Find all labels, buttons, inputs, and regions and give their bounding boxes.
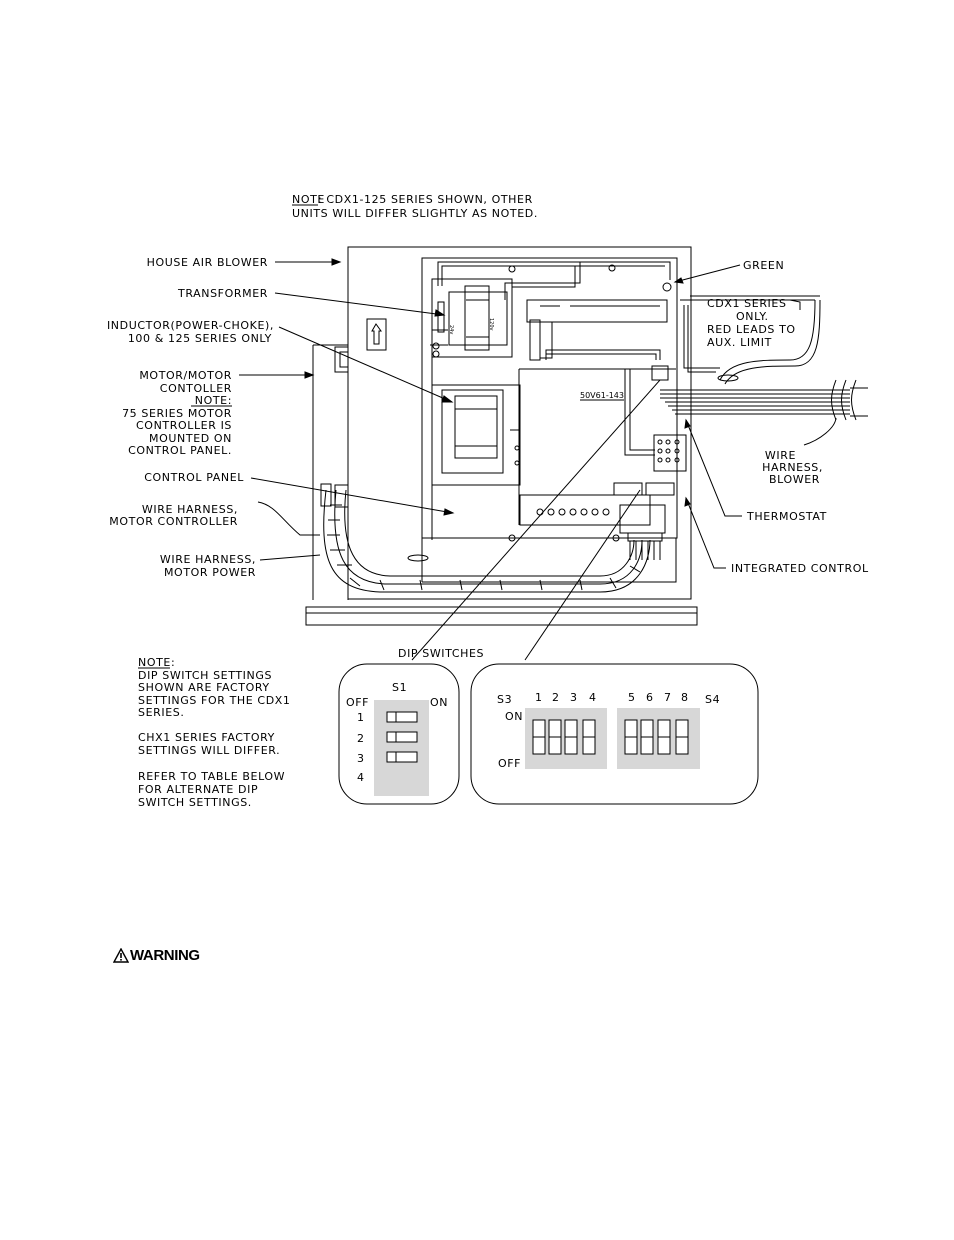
- integrated-control-board: [519, 482, 675, 560]
- dip-switches-title: DIP SWITCHES: [398, 647, 484, 660]
- note-prefix: NOTE: [292, 193, 325, 206]
- label-75-series: 75 SERIES MOTOR: [122, 407, 232, 420]
- dip-note-1: DIP SWITCH SETTINGS: [138, 669, 272, 682]
- terminal-strip-top: [526, 299, 668, 361]
- s3-s4-dip-box: S3 S4 ON OFF 1 2 3 4 5 6 7 8: [470, 663, 759, 805]
- top-note: NOTE : CDX1-125 SERIES SHOWN, OTHER UNIT…: [292, 193, 538, 220]
- label-house-air-blower: HOUSE AIR BLOWER: [147, 256, 268, 269]
- label-cdx1-1: CDX1 SERIES: [707, 297, 787, 310]
- s1-row-2: 2: [357, 732, 365, 745]
- label-cdx1-2: ONLY.: [736, 310, 769, 323]
- label-transformer: TRANSFORMER: [177, 287, 268, 300]
- label-wire-harness-2: WIRE HARNESS,: [160, 553, 256, 566]
- transformer: 24v 120v: [430, 278, 513, 358]
- label-cdx1-4: AUX. LIMIT: [707, 336, 772, 349]
- leader-lines-right: [673, 264, 837, 569]
- blower-harness: [660, 295, 868, 421]
- dip-note-3: SETTINGS FOR THE CDX1: [138, 694, 291, 707]
- s1-dip-box: S1 OFF ON 1 2 3 4: [338, 663, 460, 805]
- label-motor-power: MOTOR POWER: [164, 566, 256, 579]
- dip-note-4: SERIES.: [138, 706, 184, 719]
- leader-lines-left: [239, 258, 455, 561]
- label-wire: WIRE: [765, 449, 796, 462]
- right-callouts: GREEN CDX1 SERIES ONLY. RED LEADS TO AUX…: [707, 259, 869, 575]
- s4-num-8: 8: [681, 691, 689, 704]
- s3-num-1: 1: [535, 691, 543, 704]
- s3-num-3: 3: [570, 691, 578, 704]
- dip-note-7: REFER TO TABLE BELOW: [138, 770, 285, 783]
- label-control-panel: CONTROL PANEL: [144, 471, 244, 484]
- dip-note-9: SWITCH SETTINGS.: [138, 796, 252, 809]
- s4-num-7: 7: [664, 691, 672, 704]
- label-motor-note: NOTE:: [195, 394, 232, 407]
- label-integrated-control: INTEGRATED CONTROL: [731, 562, 869, 575]
- label-green: GREEN: [743, 259, 784, 272]
- s4-label: S4: [705, 693, 720, 706]
- note-line-1: : CDX1-125 SERIES SHOWN, OTHER: [318, 193, 533, 206]
- s4-num-5: 5: [628, 691, 636, 704]
- s1-label: S1: [392, 681, 407, 694]
- note-line-2: UNITS WILL DIFFER SLIGHTLY AS NOTED.: [292, 207, 538, 220]
- s4-num-6: 6: [646, 691, 654, 704]
- s3-off-label: OFF: [498, 757, 521, 770]
- label-controller-is: CONTROLLER IS: [136, 419, 232, 432]
- dip-note: NOTE: DIP SWITCH SETTINGS SHOWN ARE FACT…: [138, 647, 484, 809]
- s1-row-1: 1: [357, 711, 365, 724]
- warning-label: WARNING: [130, 947, 200, 964]
- label-control-panel-note: CONTROL PANEL.: [128, 444, 232, 457]
- panel-wires: [437, 261, 720, 456]
- label-mounted-on: MOUNTED ON: [149, 432, 232, 445]
- s1-row-3: 3: [357, 752, 365, 765]
- dip-note-0: NOTE:: [138, 656, 175, 669]
- label-motor-controller-harness: MOTOR CONTROLLER: [109, 515, 238, 528]
- motor-harness-loop: [320, 483, 651, 593]
- part-number: 50V61-143: [580, 391, 624, 400]
- inductor: [431, 384, 521, 486]
- dip-note-8: FOR ALTERNATE DIP: [138, 783, 258, 796]
- label-thermostat: THERMOSTAT: [746, 510, 827, 523]
- dip-note-6: SETTINGS WILL DIFFER.: [138, 744, 280, 757]
- label-blower: BLOWER: [769, 473, 820, 486]
- left-callouts: HOUSE AIR BLOWER TRANSFORMER INDUCTOR(PO…: [107, 256, 274, 579]
- label-inductor-series: 100 & 125 SERIES ONLY: [128, 332, 272, 345]
- s1-off-label: OFF: [346, 696, 369, 709]
- label-cdx1-3: RED LEADS TO: [707, 323, 796, 336]
- s3-label: S3: [497, 693, 512, 706]
- label-motor: MOTOR/MOTOR: [139, 369, 232, 382]
- dip-note-5: CHX1 SERIES FACTORY: [138, 731, 275, 744]
- label-wire-harness-1: WIRE HARNESS,: [142, 503, 238, 516]
- dip-leader-lines: [411, 379, 661, 661]
- transformer-24v-label: 24v: [448, 325, 454, 334]
- label-harness: HARNESS,: [762, 461, 823, 474]
- s3-on-label: ON: [505, 710, 523, 723]
- dip-note-2: SHOWN ARE FACTORY: [138, 681, 270, 694]
- label-inductor: INDUCTOR(POWER-CHOKE),: [107, 319, 274, 332]
- s3-num-4: 4: [589, 691, 597, 704]
- s1-row-4: 4: [357, 771, 365, 784]
- s1-on-label: ON: [430, 696, 448, 709]
- label-motor-controller: CONTOLLER: [160, 382, 232, 395]
- screws: [508, 264, 672, 542]
- thermostat-terminal: [651, 365, 687, 472]
- transformer-120v-label: 120v: [488, 318, 494, 331]
- warning-triangle-icon: [113, 948, 129, 963]
- warning-heading: WARNING: [113, 947, 200, 964]
- s3-num-2: 2: [552, 691, 560, 704]
